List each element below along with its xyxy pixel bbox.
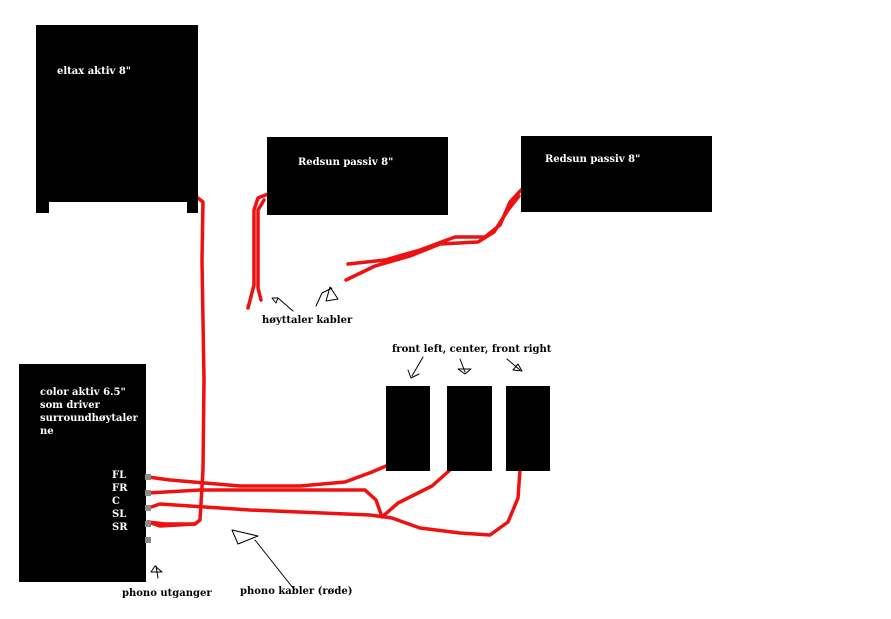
phono-port-4 (145, 521, 151, 527)
port-label-sl: SL (112, 509, 127, 520)
redsun-left-label: Redsun passiv 8" (298, 157, 394, 168)
phono-cable-c (146, 468, 522, 537)
speaker-cable-redsun-left-a (246, 192, 270, 310)
phono-cable-fl (146, 464, 388, 488)
eltax-speaker-base-gap (49, 202, 187, 213)
phono-port-5 (145, 537, 151, 543)
front-left-speaker (386, 386, 430, 471)
redsun-passive-speaker-left: Redsun passiv 8" (267, 137, 448, 215)
phono-outputs-caption: phono utganger (122, 588, 212, 599)
arrow-front-left (407, 356, 424, 379)
speaker-cables-caption: høyttaler kabler (262, 315, 353, 326)
arrow-front-right (506, 358, 523, 372)
center-speaker (447, 386, 492, 471)
arrow-center (457, 358, 472, 375)
port-label-sr: SR (112, 522, 128, 533)
eltax-speaker-label: eltax aktiv 8" (57, 66, 131, 77)
phono-cable-fr (146, 458, 454, 519)
port-label-c: C (112, 496, 120, 507)
phono-cable-sl (146, 520, 197, 526)
speaker-cable-redsun-right-a (346, 188, 523, 266)
arrow-speaker-cables-right (315, 286, 339, 307)
front-right-speaker (506, 386, 550, 471)
color-active-speaker: color aktiv 6.5" som driver surroundhøyt… (19, 364, 146, 582)
redsun-passive-speaker-right: Redsun passiv 8" (521, 136, 712, 212)
port-label-fr: FR (112, 483, 128, 494)
phono-cables-caption: phono kabler (røde) (240, 586, 353, 597)
speaker-cable-redsun-left-b (256, 198, 266, 302)
phono-port-3 (145, 505, 151, 511)
arrow-phono-outputs (150, 565, 163, 579)
arrow-phono-cables (231, 529, 294, 589)
phono-port-2 (145, 490, 151, 496)
phono-port-1 (145, 474, 151, 480)
port-label-fl: FL (112, 470, 127, 481)
eltax-active-speaker: eltax aktiv 8" (36, 25, 198, 213)
color-speaker-label: color aktiv 6.5" som driver surroundhøyt… (40, 387, 138, 437)
front-group-caption: front left, center, front right (392, 344, 552, 355)
arrow-speaker-cables-left (271, 297, 294, 312)
speaker-cable-redsun-right-b (344, 194, 521, 282)
redsun-right-label: Redsun passiv 8" (545, 154, 641, 165)
